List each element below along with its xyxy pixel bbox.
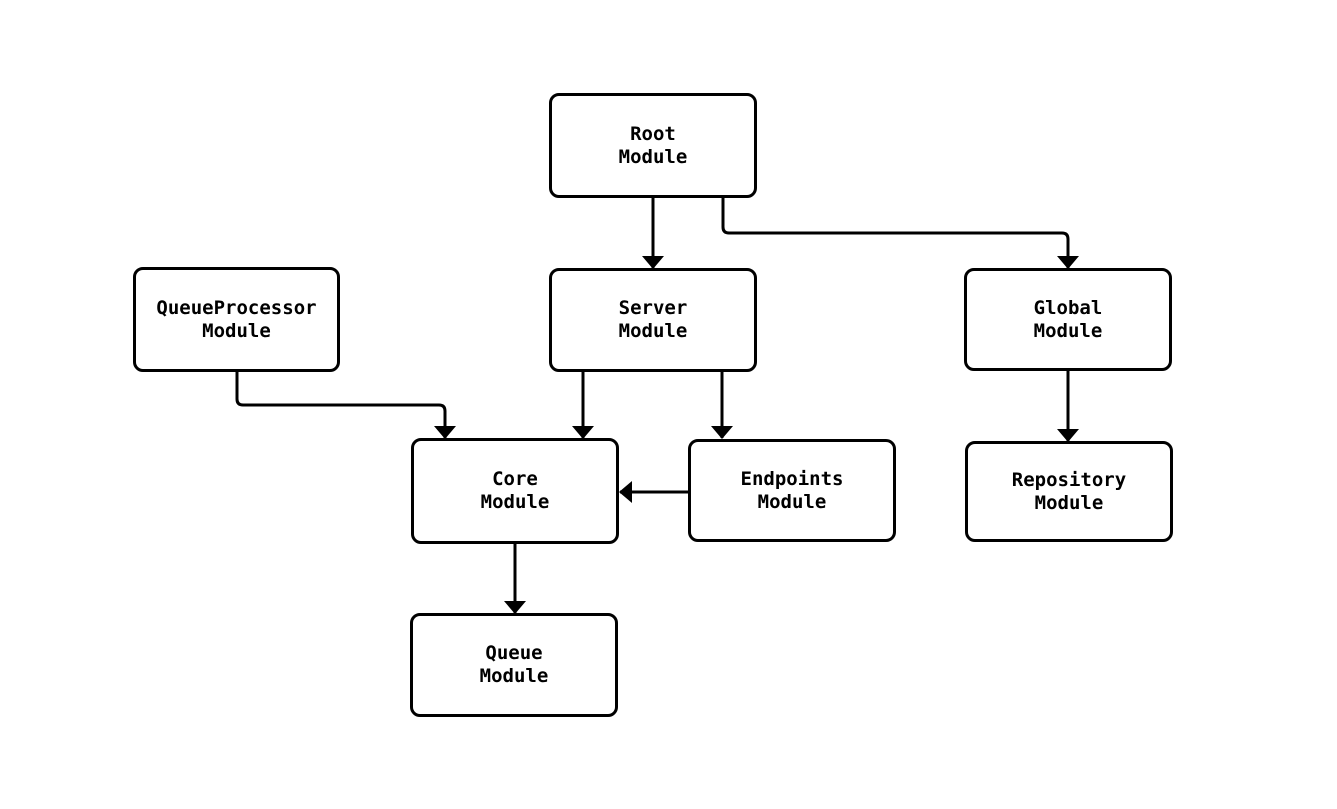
node-label-line: Queue bbox=[485, 642, 543, 664]
node-label-line: Core bbox=[492, 468, 538, 490]
node-label-line: QueueProcessor bbox=[156, 296, 317, 319]
edge-queueprocessor-core bbox=[235, 372, 456, 439]
node-label-line: Root bbox=[630, 122, 676, 145]
node-label-line: Module bbox=[757, 490, 827, 513]
node-label-line: Module bbox=[1034, 491, 1104, 514]
node-label-line: Repository bbox=[1011, 468, 1127, 491]
node-label-line: Global bbox=[1033, 296, 1103, 319]
node-label-line: Server bbox=[618, 297, 688, 319]
node-label-line: Module bbox=[479, 665, 549, 687]
node-label-line: Endpoints bbox=[740, 467, 844, 490]
node-label-line: Module bbox=[480, 491, 550, 513]
node-label-line: Module bbox=[618, 145, 688, 168]
node-label-line: Module bbox=[202, 319, 271, 342]
node-label-line: Module bbox=[1033, 319, 1103, 342]
node-label-line: Module bbox=[618, 320, 688, 342]
edge-root-global bbox=[721, 198, 1079, 269]
